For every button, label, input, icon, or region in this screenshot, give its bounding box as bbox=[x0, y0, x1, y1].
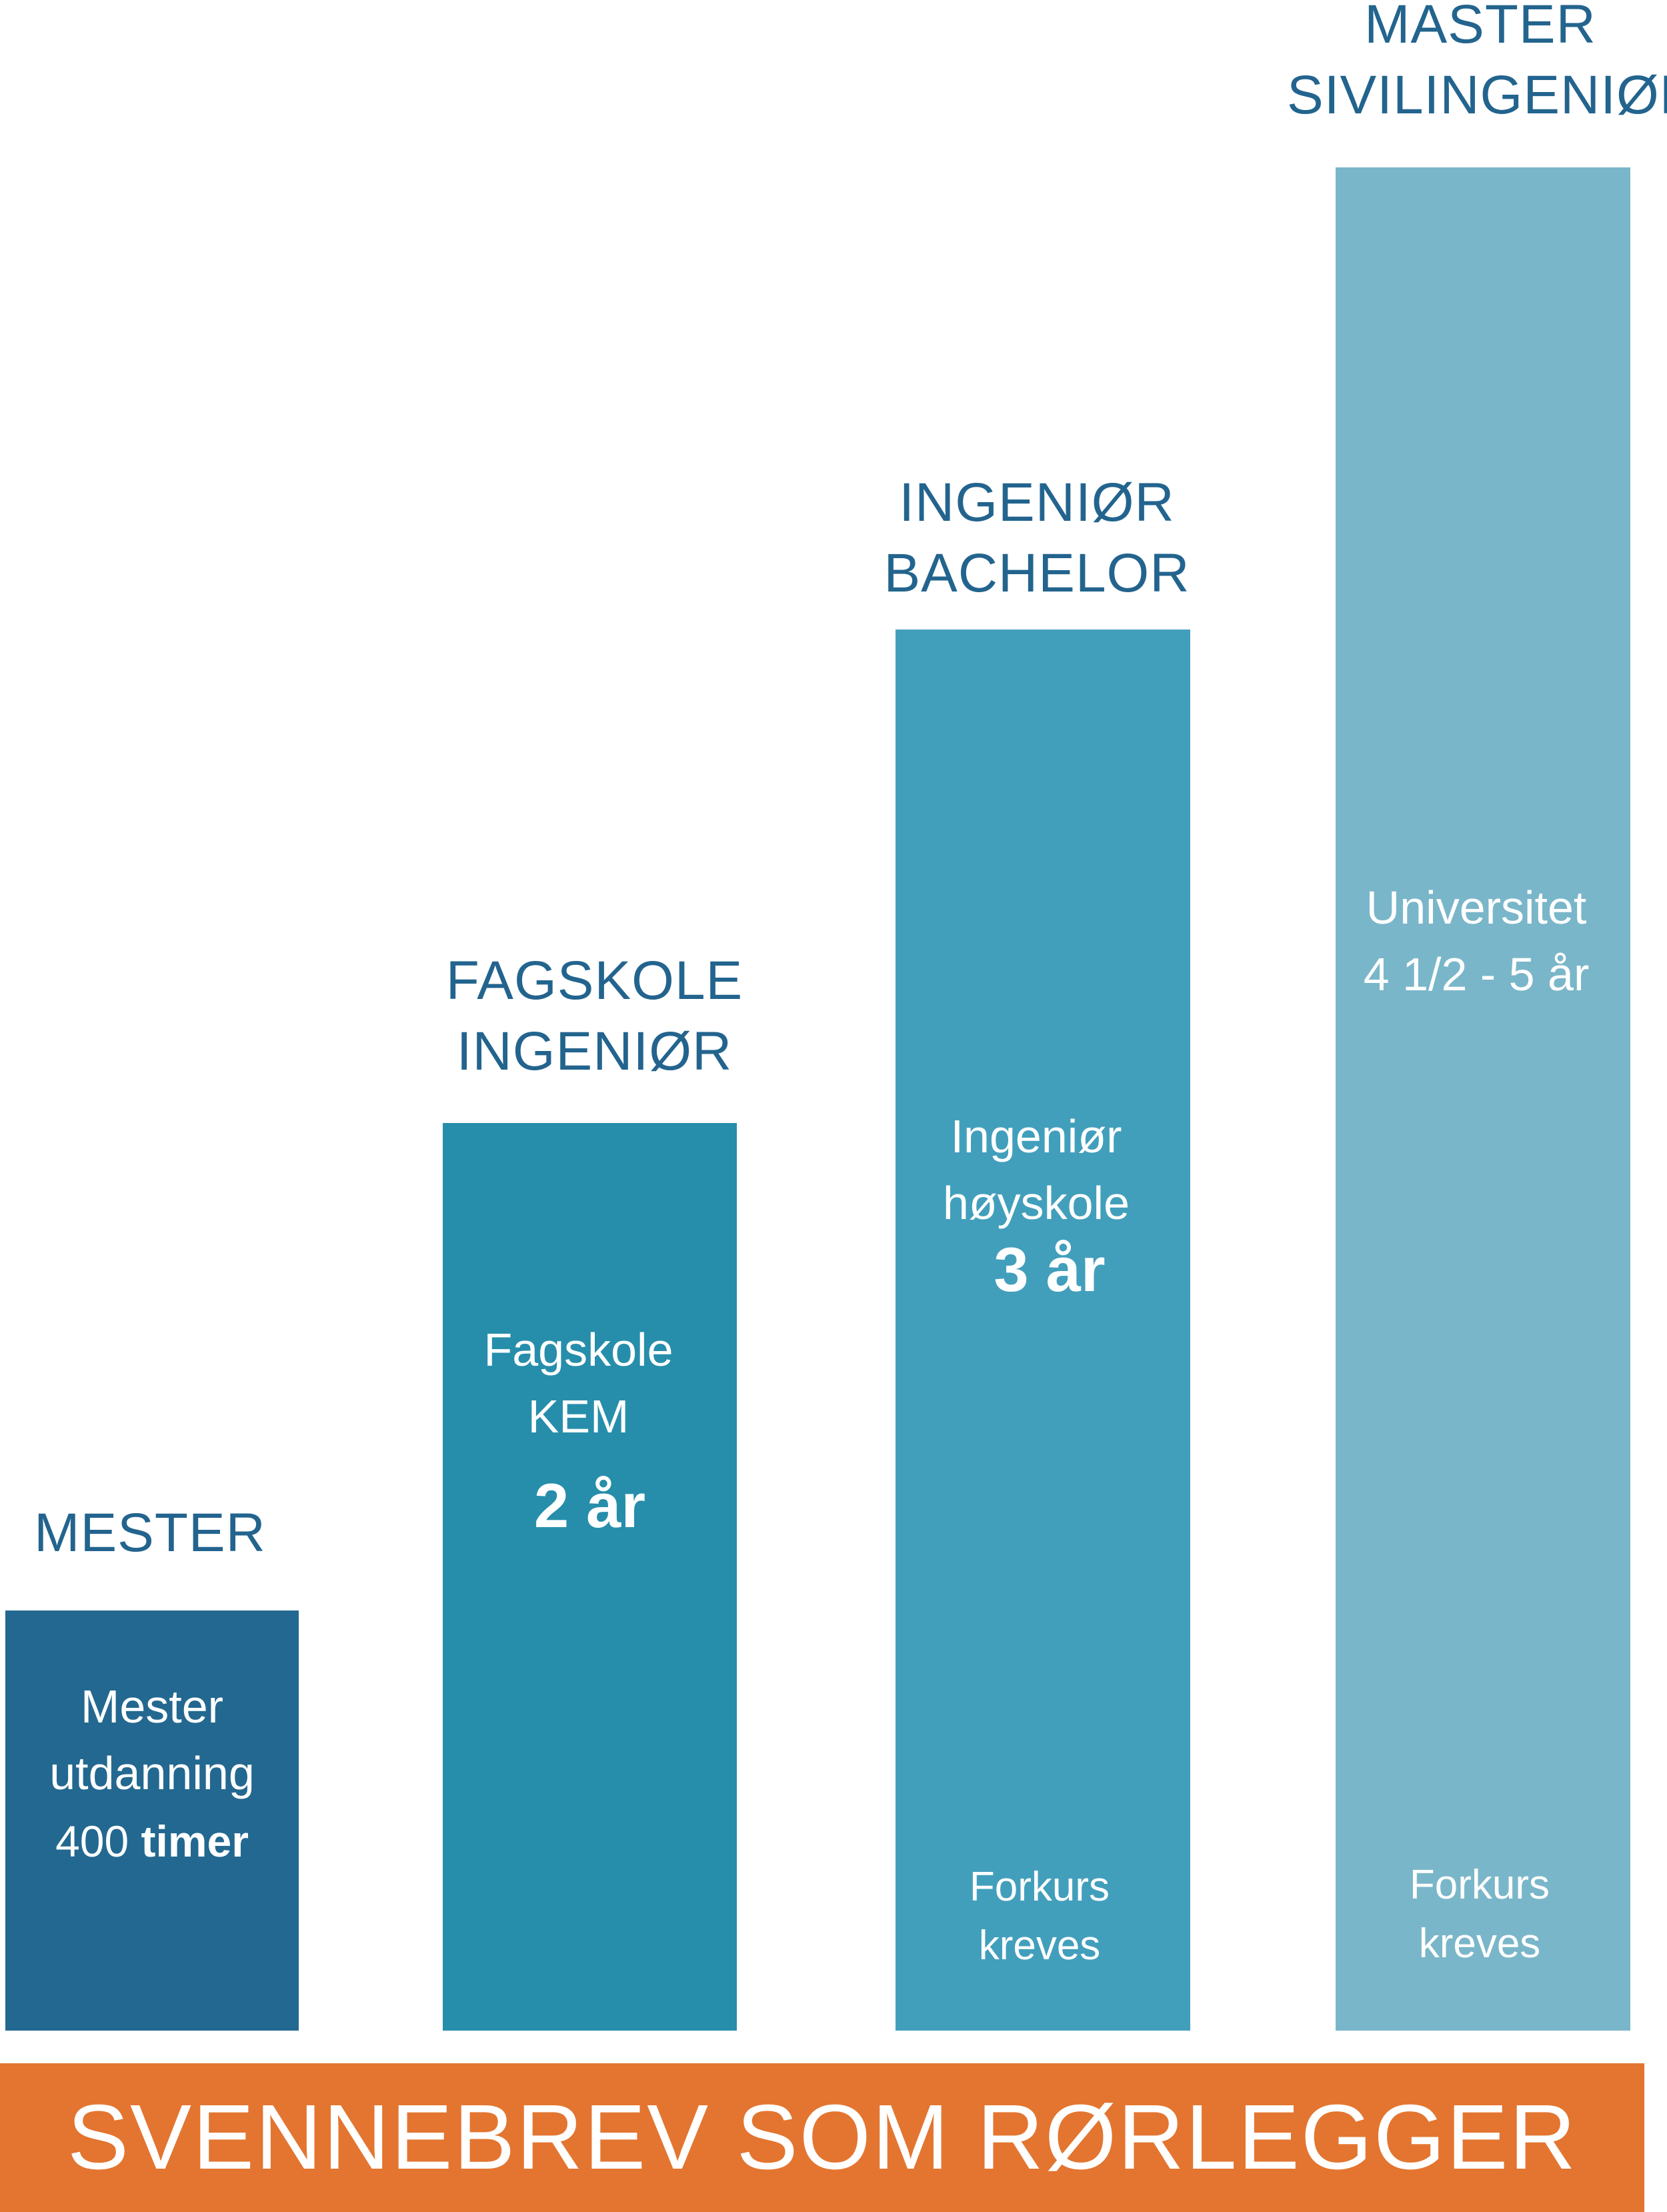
master-desc-line: Universitet bbox=[1366, 882, 1587, 934]
bachelor-title-line: BACHELOR bbox=[884, 543, 1190, 604]
master-note: Forkurs kreves bbox=[1329, 1856, 1630, 1973]
bachelor-duration: 3 år bbox=[994, 1234, 1106, 1304]
fagskole-duration: 2 år bbox=[533, 1470, 646, 1540]
master-note-line: Forkurs bbox=[1409, 1862, 1550, 1908]
master-desc-line: 4 1/2 - 5 år bbox=[1363, 948, 1590, 1000]
bachelor-note-line: kreves bbox=[978, 1923, 1101, 1969]
master-title-line: MASTER bbox=[1364, 0, 1596, 55]
fagskole-title-line: FAGSKOLE bbox=[445, 950, 743, 1011]
bachelor-bar: Ingeniør høyskole 3 år Forkurs kreves bbox=[896, 630, 1190, 2031]
bachelor-title: INGENIØR BACHELOR bbox=[884, 467, 1190, 609]
fagskole-description: Fagskole KEM bbox=[420, 1316, 737, 1450]
fagskole-title: FAGSKOLE INGENIØR bbox=[443, 946, 746, 1087]
mester-hours: 400 timer bbox=[5, 1808, 299, 1875]
mester-description: Mester utdanning bbox=[5, 1673, 299, 1807]
mester-desc-line: utdanning bbox=[49, 1747, 255, 1799]
master-title: MASTER SIVILINGENIØR bbox=[1287, 0, 1667, 131]
bachelor-description: Ingeniør høyskole bbox=[882, 1103, 1190, 1236]
fagskole-bar: Fagskole KEM 2 år bbox=[443, 1123, 737, 2031]
bachelor-title-line: INGENIØR bbox=[899, 472, 1175, 533]
mester-bar: Mester utdanning 400 timer bbox=[5, 1610, 299, 2031]
mester-title-line: MESTER bbox=[34, 1502, 266, 1563]
base-banner: SVENNEBREV SOM RØRLEGGER bbox=[0, 2063, 1644, 2212]
mester-hours-unit: timer bbox=[141, 1817, 249, 1866]
mester-hours-number: 400 bbox=[55, 1817, 129, 1866]
fagskole-desc-line: KEM bbox=[527, 1390, 629, 1442]
master-description: Universitet 4 1/2 - 5 år bbox=[1322, 874, 1630, 1008]
master-bar: Universitet 4 1/2 - 5 år Forkurs kreves bbox=[1336, 167, 1630, 2031]
bachelor-note: Forkurs kreves bbox=[889, 1858, 1190, 1975]
fagskole-title-line: INGENIØR bbox=[456, 1021, 733, 1082]
master-title-line: SIVILINGENIØR bbox=[1287, 65, 1667, 125]
bachelor-desc-line: høyskole bbox=[942, 1177, 1130, 1229]
mester-title: MESTER bbox=[0, 1498, 300, 1568]
mester-desc-line: Mester bbox=[81, 1681, 223, 1733]
master-note-line: kreves bbox=[1418, 1921, 1541, 1967]
bachelor-desc-line: Ingeniør bbox=[950, 1110, 1122, 1162]
fagskole-desc-line: Fagskole bbox=[483, 1324, 673, 1376]
bachelor-note-line: Forkurs bbox=[969, 1864, 1110, 1910]
